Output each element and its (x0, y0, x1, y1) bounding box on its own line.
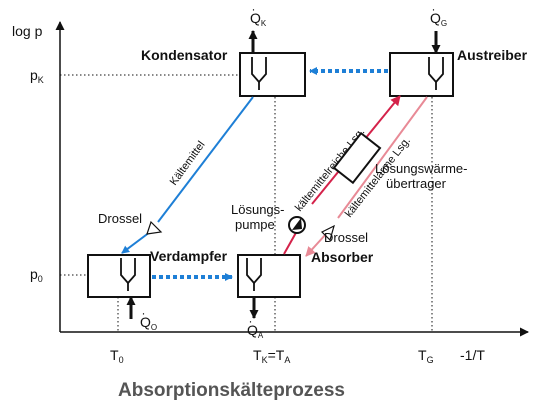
diagram-title: Absorptionskälteprozess (118, 380, 345, 401)
qa-label: QA (247, 322, 264, 340)
verdampfer-label: Verdampfer (150, 248, 228, 264)
reference-lines (60, 74, 433, 332)
q0-label: QO (140, 314, 157, 332)
absorber-box (237, 254, 301, 298)
axes (55, 21, 529, 337)
pumpe-label-1: Lösungs- (231, 202, 284, 217)
ueberträger-label-1: Lösungswärme- (375, 161, 468, 176)
tick-p0: p0 (30, 266, 43, 284)
pumpe-label-2: pumpe (235, 217, 275, 232)
tick-tk-ta: TK=TA (253, 347, 290, 365)
qk-label: QK (250, 10, 267, 28)
qa-dot: · (249, 314, 253, 328)
austreiber-box (389, 52, 454, 97)
x-axis-label: -1/T (460, 347, 485, 363)
tick-pk: pK (30, 67, 44, 85)
loesungspumpe-icon (288, 216, 306, 234)
kondensator-label: Kondensator (141, 47, 228, 63)
arme-line-upper (337, 96, 428, 219)
absorber-label: Absorber (311, 249, 374, 265)
qg-dot: · (432, 2, 436, 16)
drossel-right-label: Drossel (324, 230, 368, 245)
drossel-left-icon (146, 220, 163, 235)
qk-dot: · (252, 2, 256, 16)
y-axis-label: log p (12, 23, 43, 39)
arme-line-lower (305, 233, 327, 257)
kaeltemittel-line-lower (121, 231, 151, 254)
qg-label: QG (430, 10, 447, 28)
loesungswaermeuebertrager-box (332, 131, 382, 185)
tick-tg: TG (418, 347, 434, 365)
kondensator-box (239, 52, 306, 97)
q0-dot: · (142, 306, 146, 320)
drossel-right-icon (320, 224, 335, 242)
drossel-left-label: Drossel (98, 211, 142, 226)
ueberträger-label-2: übertrager (386, 176, 447, 191)
verdampfer-box (87, 254, 151, 298)
kaeltemittel-line-upper (157, 96, 254, 223)
tick-t0: T0 (110, 347, 124, 365)
austreiber-label: Austreiber (457, 47, 528, 63)
